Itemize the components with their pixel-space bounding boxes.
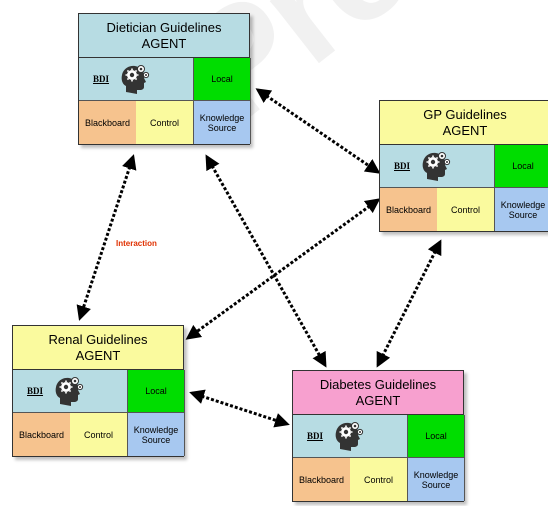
blackboard-cell: Blackboard <box>79 101 136 144</box>
agent-type: AGENT <box>442 122 488 138</box>
bdi-cell: BDI <box>380 145 495 188</box>
source-label: Source <box>421 479 451 490</box>
bdi-cell: BDI <box>79 58 194 101</box>
knowledge-label: Knowledge <box>500 199 546 210</box>
local-cell: Local <box>495 145 548 188</box>
blackboard-cell: Blackboard <box>13 413 70 456</box>
source-label: Source <box>508 209 538 220</box>
knowledge-label: Knowledge <box>133 424 179 435</box>
agent-diabetes: Diabetes Guidelines AGENT BDI Local Blac… <box>292 370 465 502</box>
agent-dietician: Dietician Guidelines AGENT BDI Local Bla… <box>78 13 251 145</box>
agent-type: AGENT <box>75 347 121 363</box>
knowledge-label: Knowledge <box>413 469 459 480</box>
knowledge-label: Knowledge <box>199 112 245 123</box>
agent-name: Dietician Guidelines <box>106 19 222 35</box>
agent-title: Diabetes Guidelines AGENT <box>292 370 464 414</box>
bdi-label: BDI <box>93 74 110 84</box>
blackboard-cell: Blackboard <box>380 188 437 231</box>
agent-name: GP Guidelines <box>423 106 507 122</box>
source-label: Source <box>207 122 237 133</box>
agent-title: Dietician Guidelines AGENT <box>78 13 250 57</box>
bdi-label: BDI <box>27 386 44 396</box>
connector-gp-renal <box>185 198 381 340</box>
agent-type: AGENT <box>355 392 401 408</box>
bdi-cell: BDI <box>293 415 408 458</box>
agent-name: Diabetes Guidelines <box>319 376 437 392</box>
control-cell: Control <box>136 101 194 144</box>
gear-head-icon <box>335 422 364 451</box>
control-cell: Control <box>437 188 495 231</box>
bdi-label: BDI <box>307 431 324 441</box>
agent-title: Renal Guidelines AGENT <box>12 325 184 369</box>
local-cell: Local <box>194 58 251 101</box>
control-cell: Control <box>350 458 408 501</box>
agent-type: AGENT <box>141 35 187 51</box>
source-label: Source <box>141 434 171 445</box>
gear-head-icon <box>422 152 451 181</box>
bdi-label: BDI <box>394 161 411 171</box>
local-cell: Local <box>128 370 185 413</box>
connector-dietician-diabetes <box>205 154 327 368</box>
agent-name: Renal Guidelines <box>48 331 148 347</box>
agent-gp: GP Guidelines AGENT BDI Local Blackboard… <box>379 100 548 232</box>
blackboard-cell: Blackboard <box>293 458 350 501</box>
agent-title: GP Guidelines AGENT <box>379 100 548 144</box>
gear-head-icon <box>55 377 84 406</box>
interaction-label: Interaction <box>116 239 157 248</box>
control-cell: Control <box>70 413 128 456</box>
connector-dietician-gp <box>255 88 381 174</box>
bdi-cell: BDI <box>13 370 128 413</box>
agent-renal: Renal Guidelines AGENT BDI Local Blackbo… <box>12 325 185 457</box>
gear-head-icon <box>121 65 150 94</box>
connector-renal-diabetes <box>189 389 290 428</box>
connector-dietician-renal <box>76 154 137 321</box>
local-cell: Local <box>408 415 465 458</box>
connector-gp-diabetes <box>376 239 442 368</box>
